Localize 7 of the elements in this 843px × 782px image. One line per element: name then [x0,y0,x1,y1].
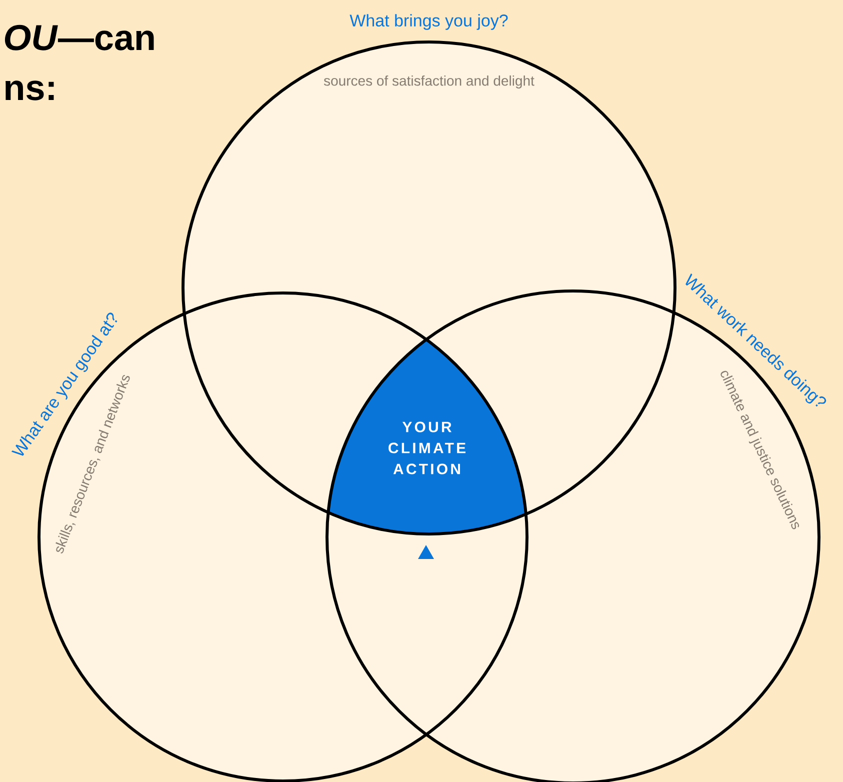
circle-heading: What brings you joy? [350,14,508,30]
circle [182,40,676,536]
heading-text: OU—can [4,24,154,50]
heading-text: ns: [6,80,54,100]
centre-label: YOUR CLIMATE ACTION [388,422,466,474]
centre-region [328,340,526,534]
circle-subtitle: sources of satisfaction and delight [324,75,534,89]
